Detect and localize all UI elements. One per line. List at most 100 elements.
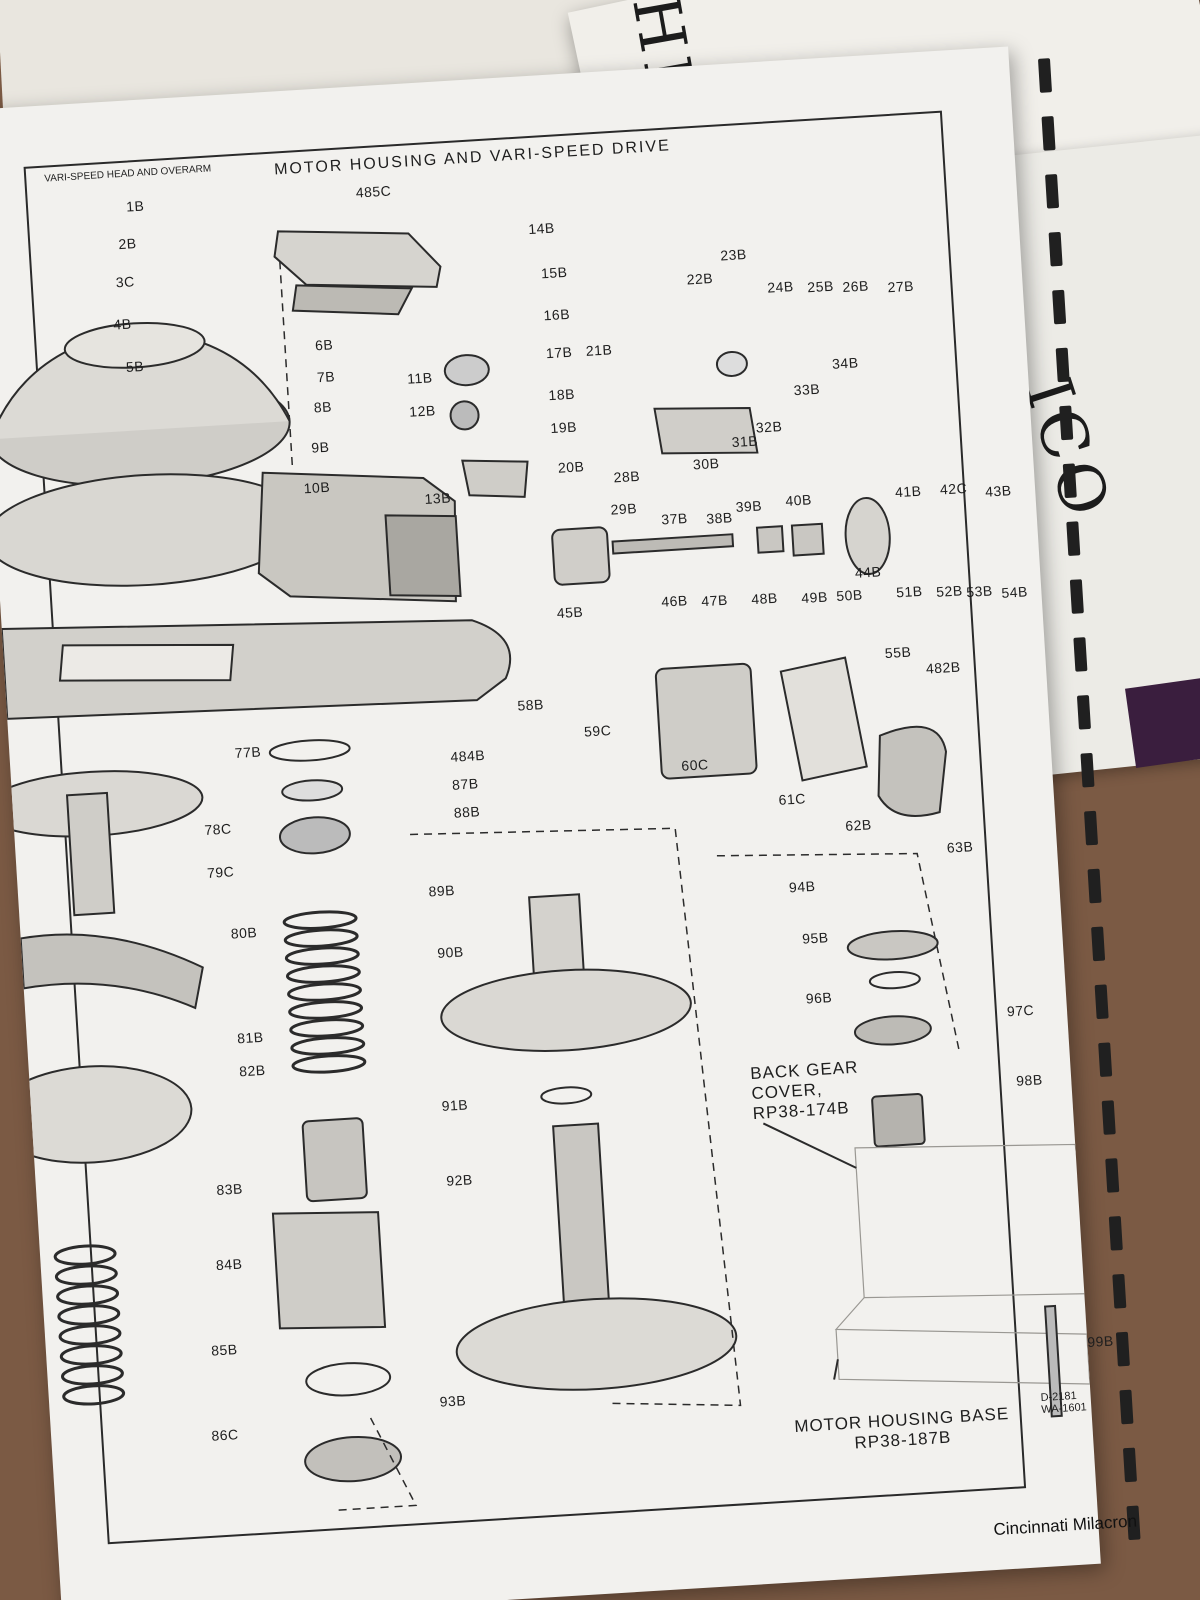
part-label: 29B xyxy=(610,500,638,518)
part-label: 3C xyxy=(115,273,136,291)
binding-ring xyxy=(1083,810,1099,846)
binding-ring xyxy=(1101,1100,1116,1135)
part-label: 37B xyxy=(660,509,689,528)
part-label: 99B xyxy=(1086,1332,1115,1351)
part-label: 482B xyxy=(925,658,962,677)
part-label: 58B xyxy=(516,696,545,714)
part-label: 32B xyxy=(755,418,783,436)
part-label: 12B xyxy=(408,402,437,420)
binding-ring xyxy=(1105,1158,1120,1193)
binding-ring xyxy=(1094,984,1109,1020)
part-label: 49B xyxy=(800,588,829,607)
manual-page: VARI-SPEED HEAD AND OVERARM MOTOR HOUSIN… xyxy=(0,46,1138,1600)
part-label: 53B xyxy=(965,582,994,601)
part-label: 91B xyxy=(441,1096,469,1115)
binding-ring xyxy=(1073,637,1088,672)
binding-ring xyxy=(1059,405,1074,441)
part-label: 34B xyxy=(831,354,859,372)
part-label: 6B xyxy=(314,336,334,354)
part-label: 39B xyxy=(735,497,763,515)
part-label: 16B xyxy=(543,305,571,324)
part-label: 27B xyxy=(887,277,915,296)
part-label: 26B xyxy=(841,277,870,296)
part-label: 92B xyxy=(445,1171,474,1189)
part-label: 8B xyxy=(313,398,333,416)
binding-ring xyxy=(1062,463,1077,499)
part-label: 10B xyxy=(303,478,331,497)
back-gear-note: BACK GEAR COVER, RP38-174B xyxy=(750,1055,903,1124)
part-label: 54B xyxy=(1000,583,1029,601)
part-label: 55B xyxy=(884,643,912,662)
binding-ring xyxy=(1091,926,1106,962)
part-label: 485C xyxy=(355,182,392,201)
binding-ring xyxy=(1076,694,1091,730)
part-label: 7B xyxy=(316,368,336,386)
part-label: 14B xyxy=(527,219,556,238)
binding-ring xyxy=(1041,116,1056,151)
binding-ring xyxy=(1037,58,1053,93)
part-label: 9B xyxy=(310,438,330,456)
part-label: 46B xyxy=(660,592,689,610)
part-label: 45B xyxy=(556,603,584,622)
binding-ring xyxy=(1119,1389,1134,1425)
part-label: 2B xyxy=(117,235,138,253)
part-label: 79C xyxy=(206,863,235,881)
binding-ring xyxy=(1098,1042,1113,1077)
part-label: 88B xyxy=(453,803,481,821)
part-label: 13B xyxy=(424,489,452,507)
part-label: 93B xyxy=(439,1392,467,1410)
part-label: 17B xyxy=(545,343,573,362)
part-label: 4B xyxy=(112,315,132,333)
part-label: 90B xyxy=(436,943,465,962)
part-label: 41B xyxy=(894,482,922,501)
part-label: 87B xyxy=(451,775,479,793)
part-label: 59C xyxy=(583,722,612,740)
part-label: 52B xyxy=(935,582,964,600)
part-label: 5B xyxy=(125,357,145,375)
part-label: 28B xyxy=(613,467,641,486)
part-label: 60C xyxy=(680,756,709,774)
part-label: 18B xyxy=(548,385,576,404)
part-label: 97C xyxy=(1006,1001,1035,1020)
part-label: 78C xyxy=(203,820,233,839)
part-label: 42C xyxy=(939,479,968,498)
part-label: 89B xyxy=(428,881,456,900)
part-label: 85B xyxy=(210,1340,239,1359)
part-label: 62B xyxy=(844,816,873,834)
part-label: 1B xyxy=(125,197,145,215)
part-label: 15B xyxy=(540,263,568,282)
part-label: 82B xyxy=(238,1061,267,1080)
binding-ring xyxy=(1052,289,1067,325)
part-label: 11B xyxy=(406,369,434,387)
part-label: 23B xyxy=(719,245,748,264)
part-label: 48B xyxy=(750,589,779,608)
binding-ring xyxy=(1115,1331,1130,1367)
part-label: 98B xyxy=(1015,1071,1044,1089)
part-label: 31B xyxy=(731,432,759,451)
part-label: 63B xyxy=(946,838,974,856)
part-label: 40B xyxy=(784,491,813,509)
part-label: 22B xyxy=(686,269,714,288)
part-label: 43B xyxy=(984,482,1013,500)
part-label: 20B xyxy=(557,458,585,476)
part-label: 83B xyxy=(215,1180,244,1198)
part-label: 81B xyxy=(236,1028,265,1047)
part-label: 77B xyxy=(234,743,262,762)
part-label: 80B xyxy=(230,924,258,942)
exploded-parts-drawing xyxy=(0,230,1096,1512)
drawing-codes: D-2181 WA-1601 xyxy=(1040,1389,1087,1416)
binding-ring xyxy=(1048,231,1063,267)
binding-ring xyxy=(1055,347,1070,383)
part-label: 84B xyxy=(215,1255,243,1274)
part-label: 86C xyxy=(210,1426,240,1444)
part-label: 96B xyxy=(805,989,833,1007)
binding-ring xyxy=(1069,579,1084,614)
part-label: 24B xyxy=(766,278,795,296)
binding-ring xyxy=(1066,521,1081,556)
part-label: 19B xyxy=(550,418,578,437)
binding-ring xyxy=(1087,868,1102,904)
part-label: 25B xyxy=(806,277,835,296)
part-label: 61C xyxy=(778,790,807,808)
part-label: 30B xyxy=(692,454,720,473)
